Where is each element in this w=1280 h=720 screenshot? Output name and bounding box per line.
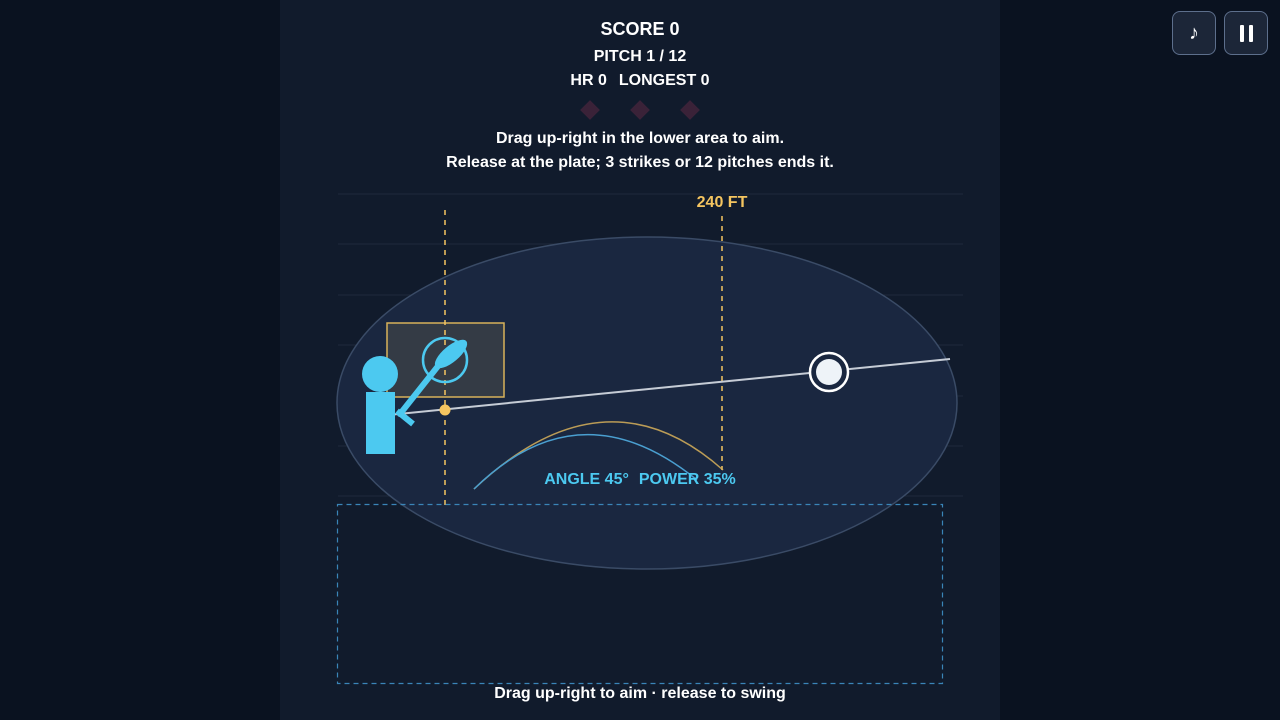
aim-reticle[interactable] [421,336,469,384]
pause-icon [1239,24,1253,42]
stats-line: HR 0 LONGEST 0 [280,72,1000,90]
ball-core [816,359,842,385]
angle-readout: ANGLE 45° [544,471,629,488]
strike-indicator-1 [580,100,600,120]
batter-head [362,356,398,392]
score-display: SCORE 0 [600,19,680,39]
trajectory-preview-inner [473,433,698,490]
instruction-line-2: Release at the plate; 3 strikes or 12 pi… [446,154,834,171]
music-toggle-button[interactable]: ♪ [1172,11,1216,55]
pause-button[interactable] [1224,11,1268,55]
strike-indicator-2 [630,100,650,120]
instruction-line-1: Drag up-right in the lower area to aim. [495,130,785,147]
footer-hint: Drag up-right to aim · release to swing [494,685,786,702]
aim-readout: ANGLE 45° POWER 35% [544,471,736,488]
music-note-icon: ♪ [1189,21,1199,44]
strike-indicators [580,100,700,120]
contact-point [439,404,451,416]
power-readout: POWER 35% [639,471,736,488]
batter-body [366,392,395,454]
batter-figure [362,339,468,454]
baseball [808,351,850,393]
home-run-count: HR 0 [570,72,607,89]
pitch-counter: PITCH 1 / 12 [593,48,687,65]
distance-marker-label: 240 FT [697,194,748,211]
bat-barrel [434,339,468,369]
aim-drag-area[interactable] [336,503,944,685]
pitch-trajectory [377,358,951,417]
outfield-area [336,236,958,570]
longest-hit: LONGEST 0 [618,72,710,89]
strike-indicator-3 [680,100,700,120]
